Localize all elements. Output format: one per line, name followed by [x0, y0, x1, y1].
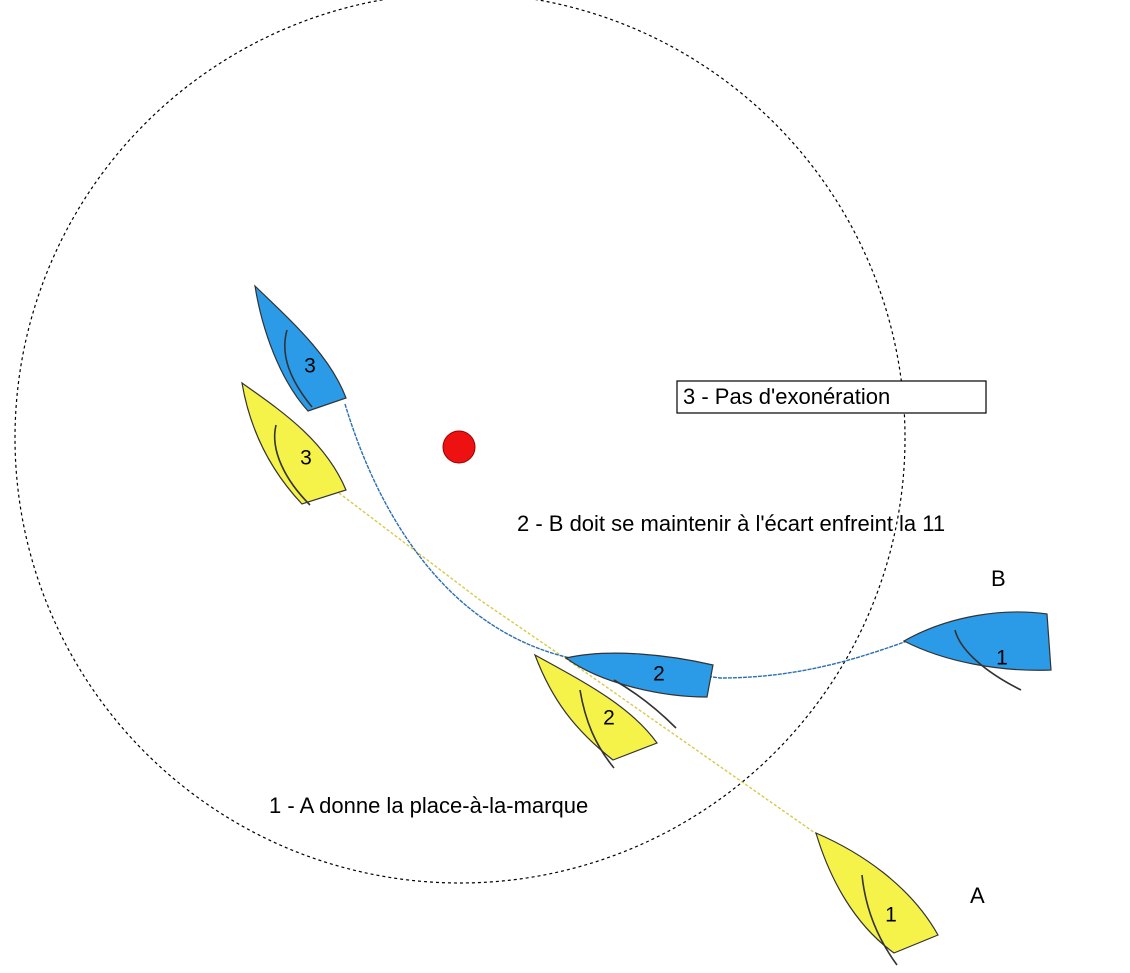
boat-b-position-2: 2 [564, 652, 714, 729]
boat-a1-sail [861, 874, 898, 966]
boat-b3-sail [284, 329, 313, 408]
boat-b2-number: 2 [653, 663, 665, 686]
boat-a1-hull [815, 831, 939, 954]
boat-a2-hull [533, 653, 658, 761]
boat-b2-hull [564, 652, 714, 698]
boat-b-name: B [991, 566, 1006, 591]
boat-a-position-1: 1 [815, 831, 939, 966]
mark-buoy [442, 430, 476, 464]
step2-label: 2 - B doit se maintenir à l'écart enfrei… [517, 511, 945, 536]
track-b [344, 403, 911, 679]
step3-label: 3 - Pas d'exonération [683, 384, 890, 409]
boat-a3-number: 3 [300, 447, 312, 470]
track-a [334, 489, 826, 841]
boat-b3-hull [254, 284, 347, 412]
boat-b1-number: 1 [996, 647, 1008, 670]
boat-a-name: A [970, 883, 985, 908]
boat-b-position-3: 3 [254, 284, 347, 412]
step3-box [676, 380, 987, 414]
boat-a2-number: 2 [603, 707, 615, 730]
step1-label: 1 - A donne la place-à-la-marque [269, 793, 588, 818]
boat-b-position-1: 1 [902, 611, 1052, 691]
zone-circle [14, 0, 906, 884]
boat-b3-number: 3 [304, 355, 316, 378]
boat-b1-sail [954, 629, 1022, 691]
boat-b2-sail [613, 679, 677, 729]
boat-a2-sail [579, 689, 615, 769]
boat-a3-sail [274, 424, 311, 506]
boat-b1-hull [902, 611, 1052, 671]
boat-a-position-3: 3 [241, 381, 347, 506]
boat-a3-hull [241, 381, 347, 505]
boat-a1-number: 1 [885, 904, 897, 927]
boat-a-position-2: 2 [533, 653, 658, 769]
